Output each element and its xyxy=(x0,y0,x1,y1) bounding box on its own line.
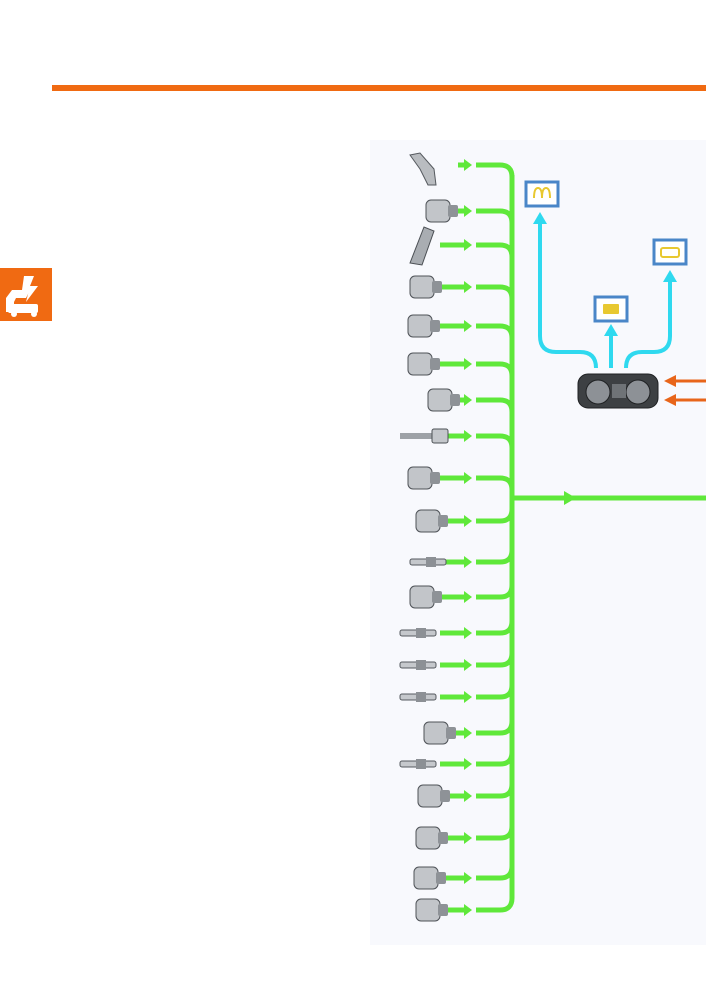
throttle-position-sensor-icon xyxy=(415,509,448,533)
bus-branch xyxy=(476,783,515,799)
brake-servo-pressure-sensor-icon xyxy=(417,784,450,808)
signal-arrow xyxy=(440,627,472,639)
bus-branch xyxy=(476,584,515,600)
warning-lamp-lines xyxy=(533,212,677,369)
exhaust-gas-temperature-sensor-3-icon xyxy=(399,692,437,702)
signal-arrow xyxy=(440,591,472,603)
bus-branch xyxy=(476,751,515,767)
can-input-arrow xyxy=(664,375,706,387)
bus-branch xyxy=(476,397,515,413)
output-section xyxy=(512,180,706,505)
position-sender-icon xyxy=(425,199,458,223)
glow-plug-icon xyxy=(409,557,447,567)
bus-branch xyxy=(476,620,515,636)
fuel-pressure-sender-icon xyxy=(415,826,448,850)
charge-air-pressure-sensor-icon xyxy=(415,898,448,922)
signal-arrow xyxy=(458,159,472,171)
bus-branch xyxy=(476,825,515,841)
sensor-column xyxy=(399,152,472,922)
speed-sender-icon xyxy=(407,466,440,490)
signal-arrow xyxy=(440,472,472,484)
bus-branch xyxy=(476,720,515,736)
bus-branch xyxy=(476,433,515,449)
bus-branch xyxy=(476,475,515,491)
bus-branch xyxy=(476,865,515,881)
coolant-temperature-sender-icon xyxy=(407,314,440,338)
pressure-sensor-icon xyxy=(427,388,460,412)
exhaust-temperature-sender-icon xyxy=(400,428,449,444)
bus-branch xyxy=(476,652,515,668)
signal-arrow xyxy=(440,320,472,332)
intake-manifold-flap-sensor-icon xyxy=(413,866,446,890)
output-signal-line xyxy=(512,491,706,505)
signal-arrow xyxy=(440,691,472,703)
pedal-module-icon xyxy=(409,226,435,266)
signal-bus xyxy=(476,162,515,913)
signal-arrow xyxy=(440,239,472,251)
exhaust-gas-temperature-sensor-1-icon xyxy=(399,628,437,638)
oil-temperature-sender-icon xyxy=(407,352,440,376)
bus-branch xyxy=(476,684,515,700)
air-mass-meter-icon xyxy=(409,275,442,299)
differential-pressure-sender-icon xyxy=(423,721,456,745)
exhaust-gas-temperature-sensor-2-icon xyxy=(399,660,437,670)
particulate-filter-warning-lamp-icon xyxy=(652,238,688,266)
accelerator-pedal-sensor-icon xyxy=(409,152,437,186)
vehicle-electrical-icon xyxy=(0,268,52,321)
bus-branch xyxy=(476,361,515,377)
bus-branch xyxy=(476,897,515,913)
bus-branch xyxy=(476,162,515,178)
bus-branch xyxy=(476,208,515,224)
bus-branch xyxy=(476,323,515,339)
boost-pressure-sender-icon xyxy=(409,585,442,609)
signal-arrow xyxy=(440,281,472,293)
can-input-arrow xyxy=(664,394,706,406)
dash-panel-insert-icon xyxy=(577,373,659,409)
signal-arrow xyxy=(440,659,472,671)
bus-branch xyxy=(476,508,515,524)
signal-arrow xyxy=(440,758,472,770)
bus-branch xyxy=(476,284,515,300)
bus-branch xyxy=(476,242,515,258)
signal-arrow xyxy=(440,358,472,370)
header-rule xyxy=(52,85,706,91)
engine-check-warning-lamp-icon xyxy=(593,295,629,323)
lambda-probe-icon xyxy=(399,759,437,769)
bus-branch xyxy=(476,549,515,565)
glow-period-warning-lamp-icon xyxy=(524,180,560,208)
